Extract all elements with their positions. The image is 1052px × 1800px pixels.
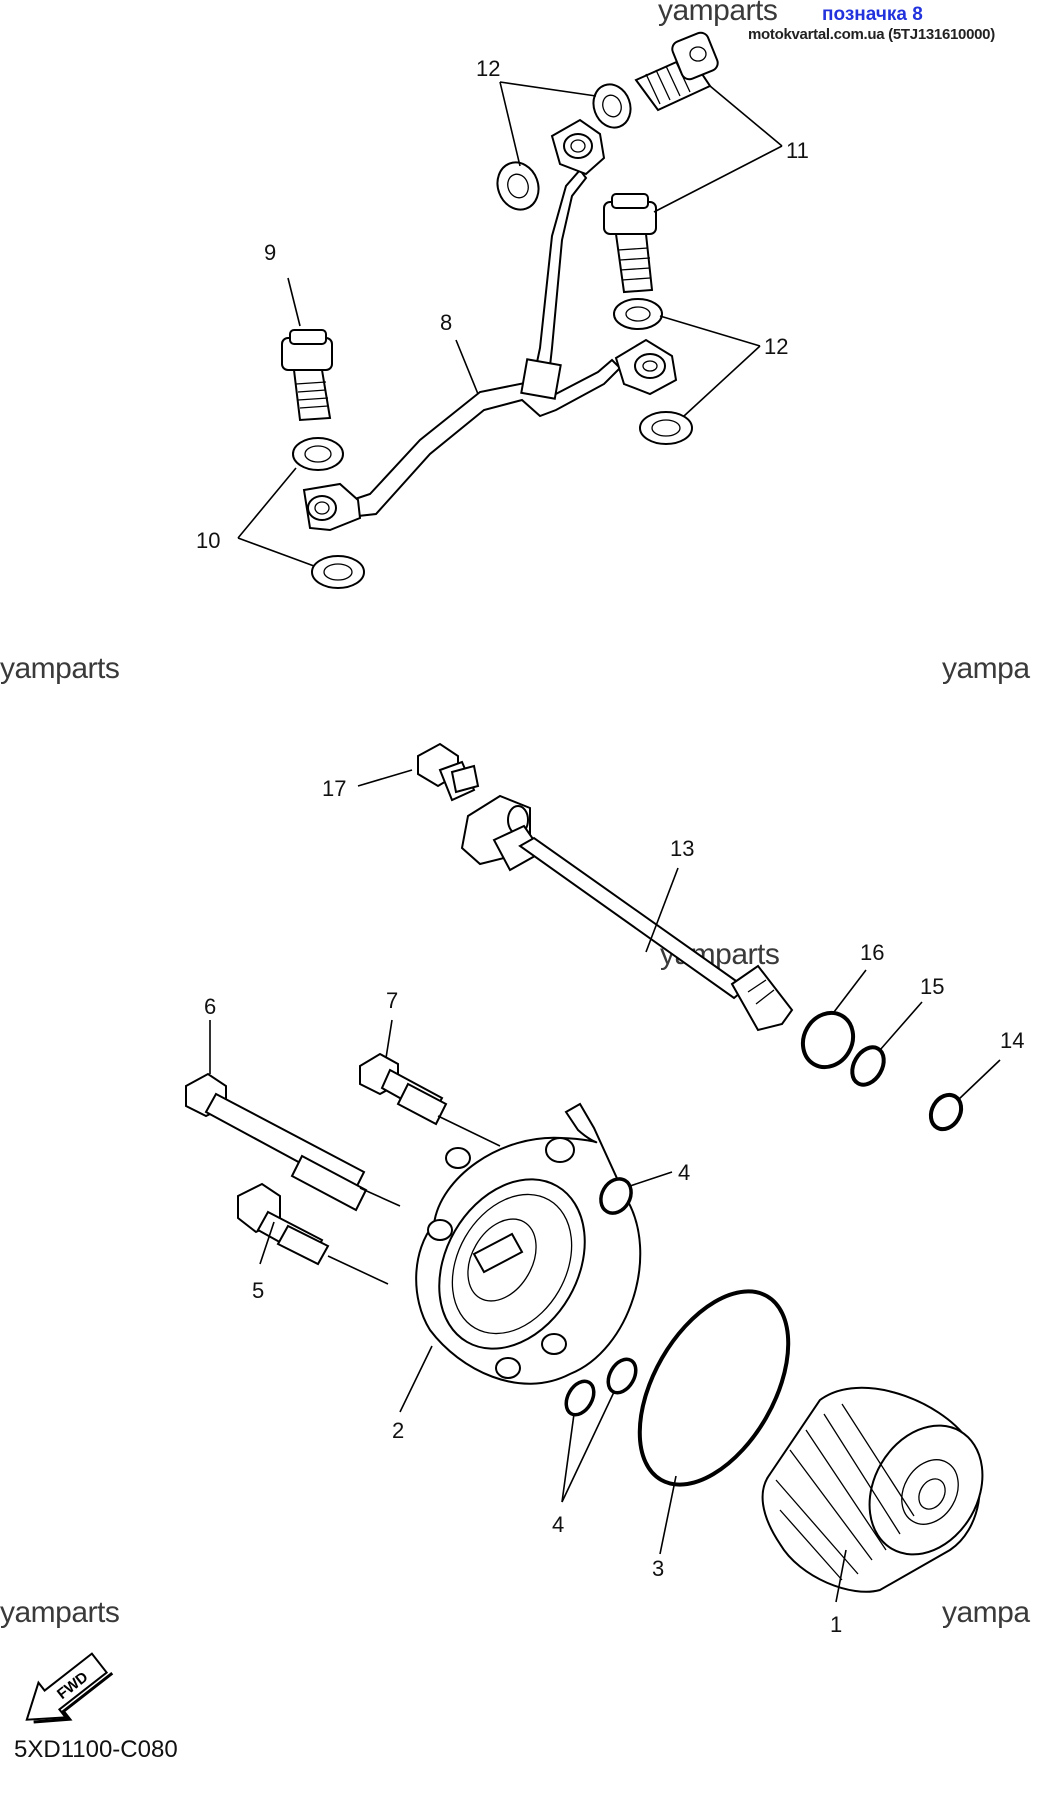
o-ring-14 bbox=[928, 1092, 964, 1132]
callout-15: 15 bbox=[920, 974, 944, 999]
callout-5: 5 bbox=[252, 1278, 264, 1303]
washer-10a bbox=[292, 437, 344, 471]
callout-12-right: 12 bbox=[764, 334, 788, 359]
callout-1: 1 bbox=[830, 1612, 842, 1637]
bolt-7 bbox=[359, 1052, 448, 1126]
union-bolt-9 bbox=[281, 329, 333, 422]
washer-10b bbox=[311, 555, 365, 589]
callout-14: 14 bbox=[1000, 1028, 1024, 1053]
callout-6: 6 bbox=[204, 994, 216, 1019]
oil-filter-cover-2 bbox=[415, 1102, 642, 1385]
callout-2: 2 bbox=[392, 1418, 404, 1443]
washer-12b bbox=[592, 83, 632, 129]
bolt-17 bbox=[417, 742, 480, 802]
o-ring-15 bbox=[850, 1045, 886, 1087]
oil-filter-1 bbox=[761, 1386, 984, 1593]
fwd-arrow-icon: FWD bbox=[25, 1652, 114, 1724]
watermark-right-1: yampa bbox=[942, 652, 1030, 685]
callout-13: 13 bbox=[670, 836, 694, 861]
watermark-right-2: yampa bbox=[942, 1596, 1030, 1629]
union-bolt-11-lower bbox=[603, 193, 657, 294]
washer-12c bbox=[613, 298, 663, 330]
watermark-top: yamparts bbox=[658, 0, 778, 27]
oil-pipe-13 bbox=[460, 794, 794, 1032]
callout-8: 8 bbox=[440, 310, 452, 335]
callout-9: 9 bbox=[264, 240, 276, 265]
o-ring-16 bbox=[800, 1010, 856, 1070]
callout-12-top: 12 bbox=[476, 56, 500, 81]
banjo-eye-right bbox=[614, 338, 678, 396]
banjo-eye-lower bbox=[302, 482, 362, 532]
callout-17: 17 bbox=[322, 776, 346, 801]
site-caption: motokvartal.com.ua (5TJ131610000) bbox=[748, 26, 995, 43]
washer-12a bbox=[496, 161, 540, 211]
washer-12d bbox=[639, 411, 693, 445]
banjo-eye-top bbox=[550, 118, 606, 176]
o-ring-4b bbox=[564, 1379, 596, 1417]
callout-labels: 9 8 12 11 12 10 17 13 16 15 14 6 7 4 5 2… bbox=[196, 56, 1024, 1637]
callout-10: 10 bbox=[196, 528, 220, 553]
marker-label[interactable]: позначка 8 bbox=[822, 4, 923, 25]
watermark-left-1: yamparts bbox=[0, 652, 120, 685]
diagram-code: 5XD1100-C080 bbox=[14, 1736, 178, 1763]
o-ring-4c bbox=[606, 1357, 638, 1395]
callout-4-lower: 4 bbox=[552, 1512, 564, 1537]
callout-7: 7 bbox=[386, 988, 398, 1013]
bolt-5 bbox=[237, 1182, 330, 1266]
callout-11: 11 bbox=[786, 138, 809, 163]
o-ring-4a bbox=[599, 1177, 633, 1215]
oil-pipe-assembly bbox=[237, 31, 783, 589]
watermark-left-2: yamparts bbox=[0, 1596, 120, 1629]
o-ring-3 bbox=[637, 1289, 791, 1487]
callout-3: 3 bbox=[652, 1556, 664, 1581]
oil-filter-assembly bbox=[185, 742, 1001, 1603]
bolt-6 bbox=[185, 1072, 368, 1212]
callout-4-upper: 4 bbox=[678, 1160, 690, 1185]
callout-16: 16 bbox=[860, 940, 884, 965]
union-bolt-11-upper bbox=[634, 31, 719, 112]
